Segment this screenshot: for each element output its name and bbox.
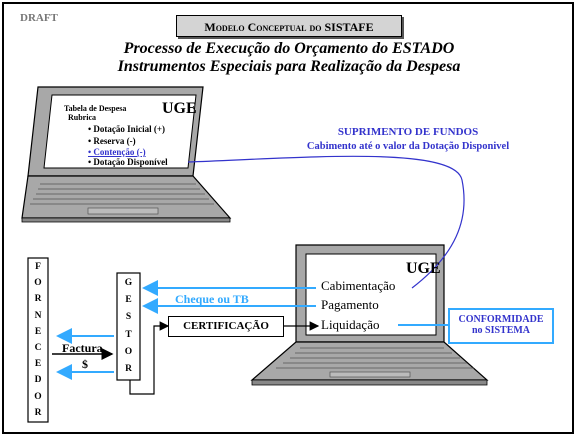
liquidacao-item: Liquidação <box>321 317 380 332</box>
suprimento-fundos-label: SUPRIMENTO DE FUNDOS <box>337 126 479 138</box>
fornecedor-letter: D <box>34 375 42 386</box>
tabela-despesa-label: Tabela de Despesa <box>64 104 127 113</box>
draft-label: DRAFT <box>20 12 58 24</box>
gestor-letter: O <box>124 346 133 357</box>
laptop-top <box>21 86 232 223</box>
slide-frame <box>2 2 574 434</box>
cabimentacao-item: Cabimentação <box>321 278 396 293</box>
laptop-bottom <box>250 244 489 386</box>
subtitle-line-2: Instrumentos Especiais para Realização d… <box>117 58 461 75</box>
uge-label-bottom: UGE <box>406 260 441 277</box>
rubrica-label: Rubrica <box>68 113 96 122</box>
reserva-item: • Reserva (-) <box>88 136 136 146</box>
fornecedor-letter: R <box>34 407 42 418</box>
cheque-tb-label: Cheque ou TB <box>175 292 249 306</box>
subtitle-line-1: Processo de Execução do Orçamento do EST… <box>123 40 455 57</box>
gestor-letter: T <box>125 329 132 340</box>
dotacao-inicial-item: • Dotação Inicial (+) <box>88 124 166 134</box>
fornecedor-letter: C <box>34 343 42 354</box>
pagamento-item: Pagamento <box>321 297 379 312</box>
suprimento-curve <box>187 155 465 289</box>
conformidade-box: CONFORMIDADE no SISTEMA <box>448 308 554 344</box>
gestor-letter: S <box>125 312 132 323</box>
dollar-label: $ <box>82 357 88 371</box>
fornecedor-letter: F <box>35 262 41 272</box>
fornecedor-letter: O <box>34 278 42 289</box>
gestor-letter: E <box>125 295 132 306</box>
slide-title: Modelo Conceptual do SISTAFE <box>176 15 402 37</box>
factura-label: Factura <box>62 341 103 355</box>
fornecedor-letter: E <box>34 326 42 337</box>
dotacao-disponivel-item: • Dotação Disponível <box>88 157 168 167</box>
fornecedor-letter: E <box>34 359 42 370</box>
fornecedor-letter: R <box>34 294 42 305</box>
contencao-item: • Contenção (-) <box>88 147 146 157</box>
fornecedor-box: F O R N E C E D O R <box>28 259 48 421</box>
cabimento-label: Cabimento até o valor da Dotação Disponi… <box>306 141 510 152</box>
conformidade-line-2: no SISTEMA <box>471 325 531 336</box>
conformidade-line-1: CONFORMIDADE <box>458 314 544 325</box>
uge-label-top: UGE <box>162 100 197 117</box>
gestor-letter: G <box>124 278 133 288</box>
fornecedor-letter: N <box>34 310 42 321</box>
gestor-letter: R <box>125 364 132 375</box>
certificacao-box: CERTIFICAÇÃO <box>168 316 284 337</box>
fornecedor-letter: O <box>34 391 42 402</box>
gestor-box: G E S T O R <box>117 275 140 378</box>
